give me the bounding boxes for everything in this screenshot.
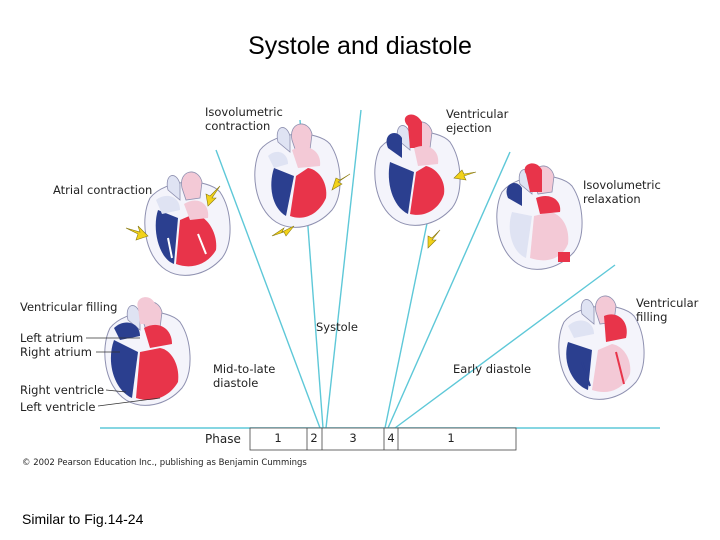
label-systole: Systole — [316, 320, 358, 334]
footer-caption: Similar to Fig.14-24 — [22, 511, 144, 527]
phase-bar — [249, 427, 517, 451]
label-line: relaxation — [583, 192, 641, 206]
label-line: Ventricular — [636, 296, 699, 310]
label-line: diastole — [213, 376, 259, 390]
ejection-arrows — [427, 169, 477, 249]
label-isovolumetric-contraction: Isovolumetric contraction — [205, 105, 283, 133]
label-mid-to-late-diastole: Mid-to-late diastole — [213, 362, 275, 390]
phase-label: Phase — [205, 432, 241, 446]
heart-ventricular-filling-left — [104, 297, 191, 406]
heart-isovolumetric-contraction — [254, 123, 341, 228]
label-early-diastole: Early diastole — [453, 362, 532, 376]
label-right-ventricle: Right ventricle — [20, 383, 105, 397]
label-left-ventricle: Left ventricle — [20, 400, 96, 414]
heart-atrial-contraction — [144, 171, 231, 276]
phase-segment-2: 2 — [310, 431, 318, 445]
label-atrial-contraction: Atrial contraction — [53, 183, 153, 197]
copyright-notice: © 2002 Pearson Education Inc., publishin… — [22, 458, 307, 468]
label-line: filling — [636, 310, 668, 324]
heart-ventricular-ejection — [374, 114, 461, 226]
label-ventricular-filling-right: Ventricular filling — [636, 296, 698, 324]
label-line: contraction — [205, 119, 271, 133]
label-line: Ventricular — [446, 107, 509, 121]
label-ventricular-filling-left: Ventricular filling — [20, 300, 118, 314]
label-isovolumetric-relaxation: Isovolumetric relaxation — [583, 178, 661, 206]
label-right-atrium: Right atrium — [20, 345, 92, 359]
slide-title: Systole and diastole — [248, 32, 472, 60]
isovolumetric-arrows — [271, 173, 351, 237]
label-line: Isovolumetric — [583, 178, 661, 192]
phase-segment-1b: 1 — [447, 431, 455, 445]
label-line: Isovolumetric — [205, 105, 283, 119]
phase-segment-1: 1 — [274, 431, 282, 445]
label-line: Mid-to-late — [213, 362, 276, 376]
label-left-atrium: Left atrium — [20, 331, 84, 345]
atrial-arrows — [125, 185, 221, 241]
phase-segment-4: 4 — [387, 431, 395, 445]
heart-ventricular-filling-right — [558, 295, 645, 400]
label-ventricular-ejection: Ventricular ejection — [446, 107, 508, 135]
heart-isovolumetric-relaxation — [496, 163, 583, 270]
anatomy-leader-lines — [86, 337, 161, 407]
phase-segment-3: 3 — [349, 431, 357, 445]
label-line: ejection — [446, 121, 492, 135]
